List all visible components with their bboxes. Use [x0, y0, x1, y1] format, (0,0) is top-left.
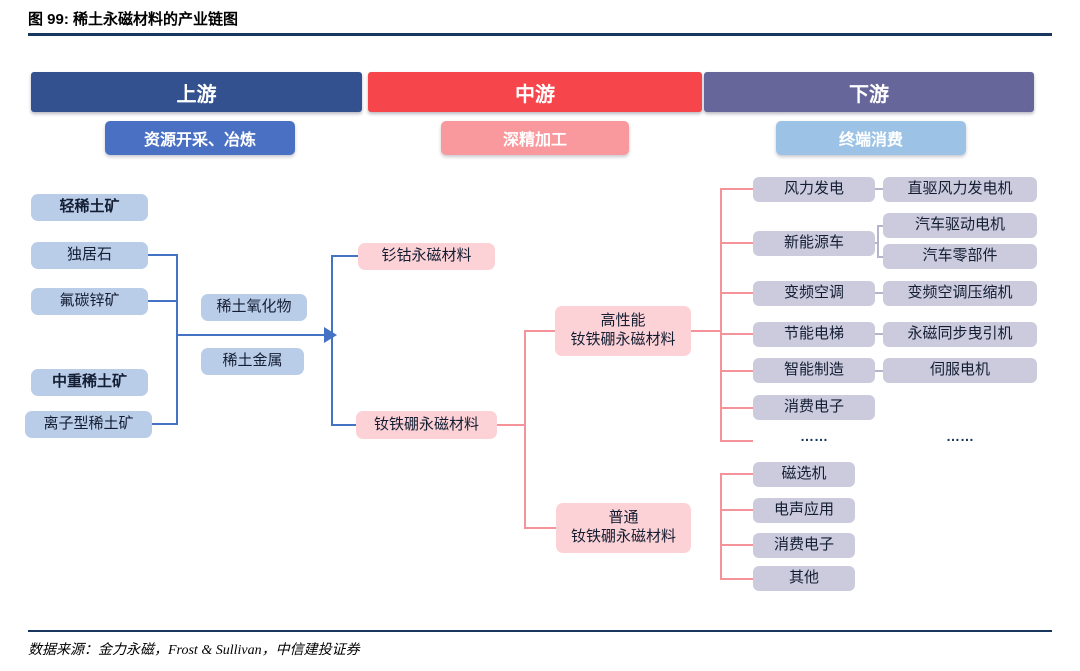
- ordinary-line2: 钕铁硼永磁材料: [570, 528, 676, 545]
- connector-consumer: [722, 407, 753, 409]
- connector-high-perf-in: [524, 330, 555, 332]
- bottom-divider: [28, 630, 1052, 632]
- downstream-bar: 下游: [704, 72, 1034, 112]
- high-performance-line1: 高性能: [600, 312, 646, 330]
- upstream-sublabel: 资源开采、冶炼: [105, 121, 295, 155]
- magnetic-separator-box: 磁选机: [753, 462, 855, 487]
- midstream-sublabel: 深精加工: [441, 121, 629, 155]
- connector-ac: [722, 292, 753, 294]
- connector-arrow-shaft: [176, 334, 326, 336]
- data-source: 数据来源：金力永磁，Frost & Sullivan，中信建投证券: [28, 643, 360, 658]
- connector-nev-motor: [879, 225, 883, 227]
- ac-compressor-box: 变频空调压缩机: [883, 281, 1037, 306]
- connector-apps-trunk: [720, 188, 722, 442]
- connector-manufacturing-product: [875, 370, 883, 372]
- auto-parts-box: 汽车零部件: [883, 244, 1037, 269]
- ionic-rare-earth-ore-box: 离子型稀土矿: [25, 411, 152, 438]
- high-performance-ndfeb-label: 高性能钕铁硼永磁材料: [570, 312, 675, 350]
- ordinary-line1: 普通: [608, 509, 639, 527]
- figure-title: 图 99: 稀土永磁材料的产业链图: [28, 11, 239, 28]
- upstream-bar: 上游: [31, 72, 362, 112]
- rare-earth-metal-box: 稀土金属: [201, 348, 304, 375]
- servo-motor-box: 伺服电机: [883, 358, 1037, 383]
- nev-box: 新能源车: [753, 231, 875, 256]
- connector-ore-trunk: [176, 254, 178, 425]
- connector-acoustic: [722, 509, 753, 511]
- connector-smco: [333, 255, 358, 257]
- connector-consumer2: [722, 544, 753, 546]
- electroacoustic-box: 电声应用: [753, 498, 855, 523]
- ndfeb-magnet-box: 钕铁硼永磁材料: [356, 411, 497, 439]
- high-performance-ndfeb-box: 高性能钕铁硼永磁材料: [555, 306, 691, 356]
- connector-nev-bracket: [877, 225, 879, 258]
- connector-grade-trunk: [524, 330, 526, 529]
- downstream-sublabel: 终端消费: [776, 121, 966, 155]
- ordinary-ndfeb-box: 普通钕铁硼永磁材料: [556, 503, 691, 553]
- consumer-electronics-box: 消费电子: [753, 395, 875, 420]
- connector-ordinary-trunk: [720, 473, 722, 580]
- high-performance-line2: 钕铁硼永磁材料: [570, 331, 676, 348]
- ev-drive-motor-box: 汽车驱动电机: [883, 213, 1037, 238]
- bastnaesite-box: 氟碳锌矿: [31, 288, 148, 315]
- connector-ndfeb: [333, 424, 356, 426]
- apps-ellipsis: ……: [800, 428, 828, 444]
- connector-ordinary-in: [524, 527, 556, 529]
- rare-earth-oxide-box: 稀土氧化物: [201, 294, 307, 321]
- ordinary-ndfeb-label: 普通钕铁硼永磁材料: [571, 509, 676, 547]
- light-rare-earth-ore-box: 轻稀土矿: [31, 194, 148, 221]
- connector-ionic-ore: [152, 423, 178, 425]
- consumer-electronics2-box: 消费电子: [753, 533, 855, 558]
- elevator-box: 节能电梯: [753, 322, 875, 347]
- connector-nev: [722, 242, 753, 244]
- midstream-bar: 中游: [368, 72, 702, 112]
- connector-more: [722, 440, 753, 442]
- products-ellipsis: ……: [946, 428, 974, 444]
- connector-nev-parts: [879, 256, 883, 258]
- connector-other: [722, 578, 753, 580]
- connector-material-trunk: [331, 255, 333, 426]
- arrow-right-icon: [324, 327, 337, 343]
- direct-drive-wind-generator-box: 直驱风力发电机: [883, 177, 1037, 202]
- monazite-box: 独居石: [31, 242, 148, 269]
- connector-wind-product: [875, 188, 883, 190]
- connector-bastnaesite: [148, 300, 178, 302]
- connector-elevator-product: [875, 333, 883, 335]
- connector-manufacturing: [722, 370, 753, 372]
- other-box: 其他: [753, 566, 855, 591]
- connector-high-perf-out: [691, 330, 722, 332]
- top-divider: [28, 33, 1052, 36]
- smco-magnet-box: 钐钴永磁材料: [358, 243, 495, 270]
- connector-ac-product: [875, 292, 883, 294]
- connector-wind: [722, 188, 753, 190]
- wind-power-box: 风力发电: [753, 177, 875, 202]
- connector-elevator: [722, 333, 753, 335]
- pm-traction-machine-box: 永磁同步曳引机: [883, 322, 1037, 347]
- connector-ndfeb-out: [497, 424, 525, 426]
- heavy-rare-earth-ore-box: 中重稀土矿: [31, 369, 148, 396]
- smart-manufacturing-box: 智能制造: [753, 358, 875, 383]
- connector-monazite: [148, 254, 178, 256]
- inverter-ac-box: 变频空调: [753, 281, 875, 306]
- connector-separator: [722, 473, 753, 475]
